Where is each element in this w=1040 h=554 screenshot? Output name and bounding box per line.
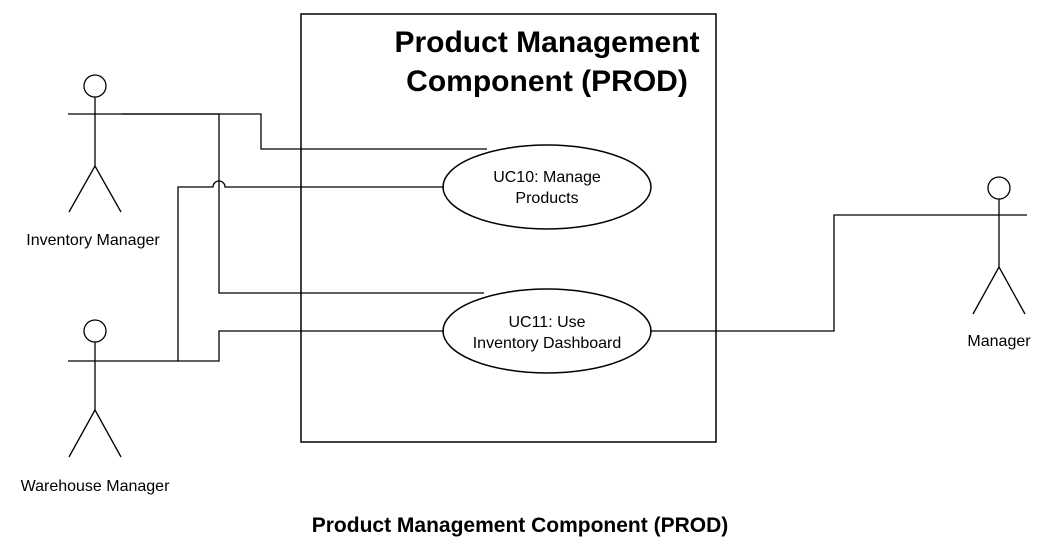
actor-left-leg [68, 409, 96, 458]
actor-head [83, 74, 107, 98]
actor-right-leg [94, 409, 122, 458]
actor-inventory-manager[interactable] [68, 74, 122, 213]
actor-inventory-manager-label: Inventory Manager [26, 232, 160, 249]
actor-warehouse-manager-label: Warehouse Manager [21, 478, 170, 495]
use-case-uc11-label-line2: Inventory Dashboard [473, 335, 622, 352]
system-title-line1: Product Management [394, 26, 699, 59]
use-case-uc11-ellipse [442, 288, 652, 374]
system-title-line2: Component (PROD) [406, 65, 688, 98]
association-inventory-manager-uc11 [122, 113, 484, 294]
association-manager-uc11 [650, 214, 972, 332]
actor-warehouse-manager[interactable] [68, 319, 122, 458]
actor-right-leg [94, 165, 122, 213]
diagram-caption: Product Management Component (PROD) [311, 514, 729, 537]
use-case-uc10-label-line2: Products [515, 190, 578, 207]
actor-left-leg [68, 165, 96, 213]
actor-right-leg [998, 266, 1026, 315]
use-case-uc11[interactable]: UC11: Use Inventory Dashboard [442, 288, 652, 374]
actor-head [83, 319, 107, 343]
use-case-uc10[interactable]: UC10: Manage Products [442, 144, 652, 230]
actor-head [987, 176, 1011, 200]
actor-manager[interactable] [972, 176, 1027, 315]
actor-manager-label: Manager [967, 333, 1031, 350]
use-case-uc10-ellipse [442, 144, 652, 230]
actor-left-leg [972, 266, 1000, 315]
association-warehouse-manager-uc11 [178, 330, 444, 362]
use-case-uc11-label-line1: UC11: Use [508, 314, 585, 331]
use-case-uc10-label-line1: UC10: Manage [493, 169, 601, 186]
association-warehouse-manager-uc10 [122, 180, 444, 362]
